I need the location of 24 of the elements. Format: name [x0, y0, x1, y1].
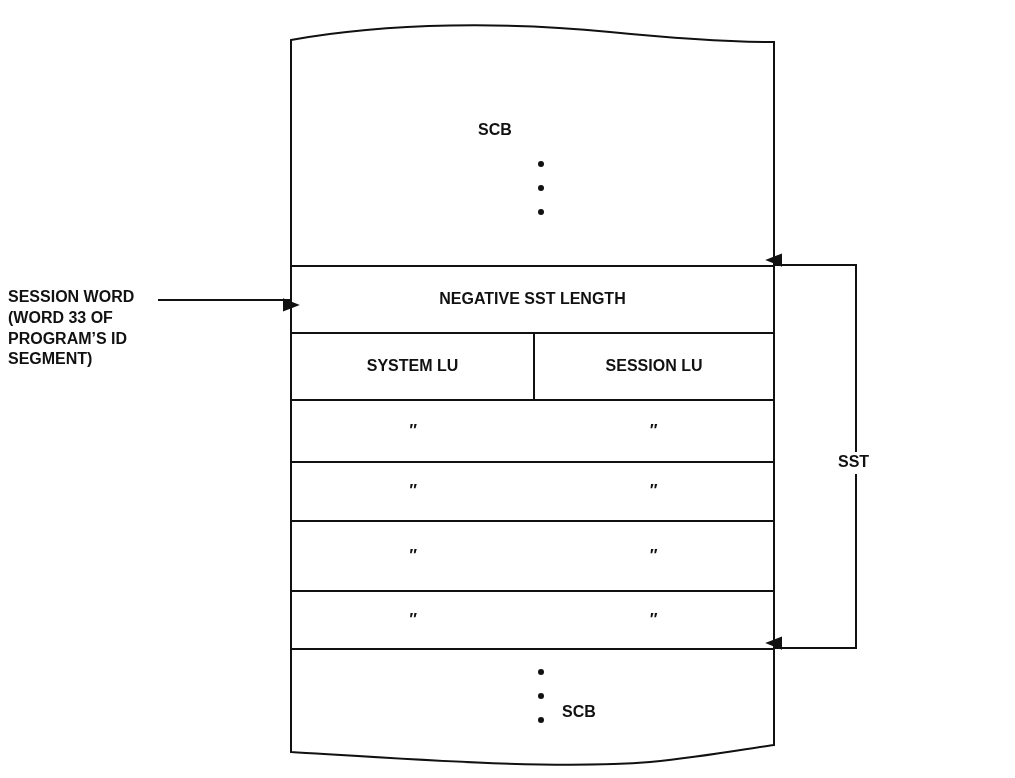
ditto-mark: ″ — [407, 609, 418, 630]
arrow — [765, 473, 857, 650]
ditto-mark: ″ — [407, 420, 418, 441]
ditto-mark: ″ — [647, 545, 658, 566]
ditto-mark: ″ — [407, 481, 418, 502]
annotation-text: SST — [838, 452, 871, 472]
cell-label: SYSTEM LU — [366, 356, 459, 377]
ditto-mark: ″ — [647, 609, 658, 630]
ditto-mark: ″ — [647, 481, 658, 502]
arrow — [157, 298, 300, 312]
table-row — [290, 461, 775, 522]
cell-label: NEGATIVE SST LENGTH — [439, 289, 626, 310]
table-cell — [290, 265, 775, 334]
ditto-mark: ″ — [647, 420, 658, 441]
cell-label: SESSION LU — [605, 356, 703, 377]
table-row — [290, 590, 775, 650]
arrow — [765, 253, 857, 453]
table-row — [290, 399, 775, 463]
ditto-mark: ″ — [407, 545, 418, 566]
block-label: SCB — [562, 702, 596, 722]
table-row — [290, 520, 775, 592]
annotation-text: SESSION WORD (WORD 33 OF PROGRAM’S ID SEGMENT) — [8, 287, 136, 370]
block-label: SCB — [478, 120, 512, 140]
memory-block — [290, 648, 775, 768]
